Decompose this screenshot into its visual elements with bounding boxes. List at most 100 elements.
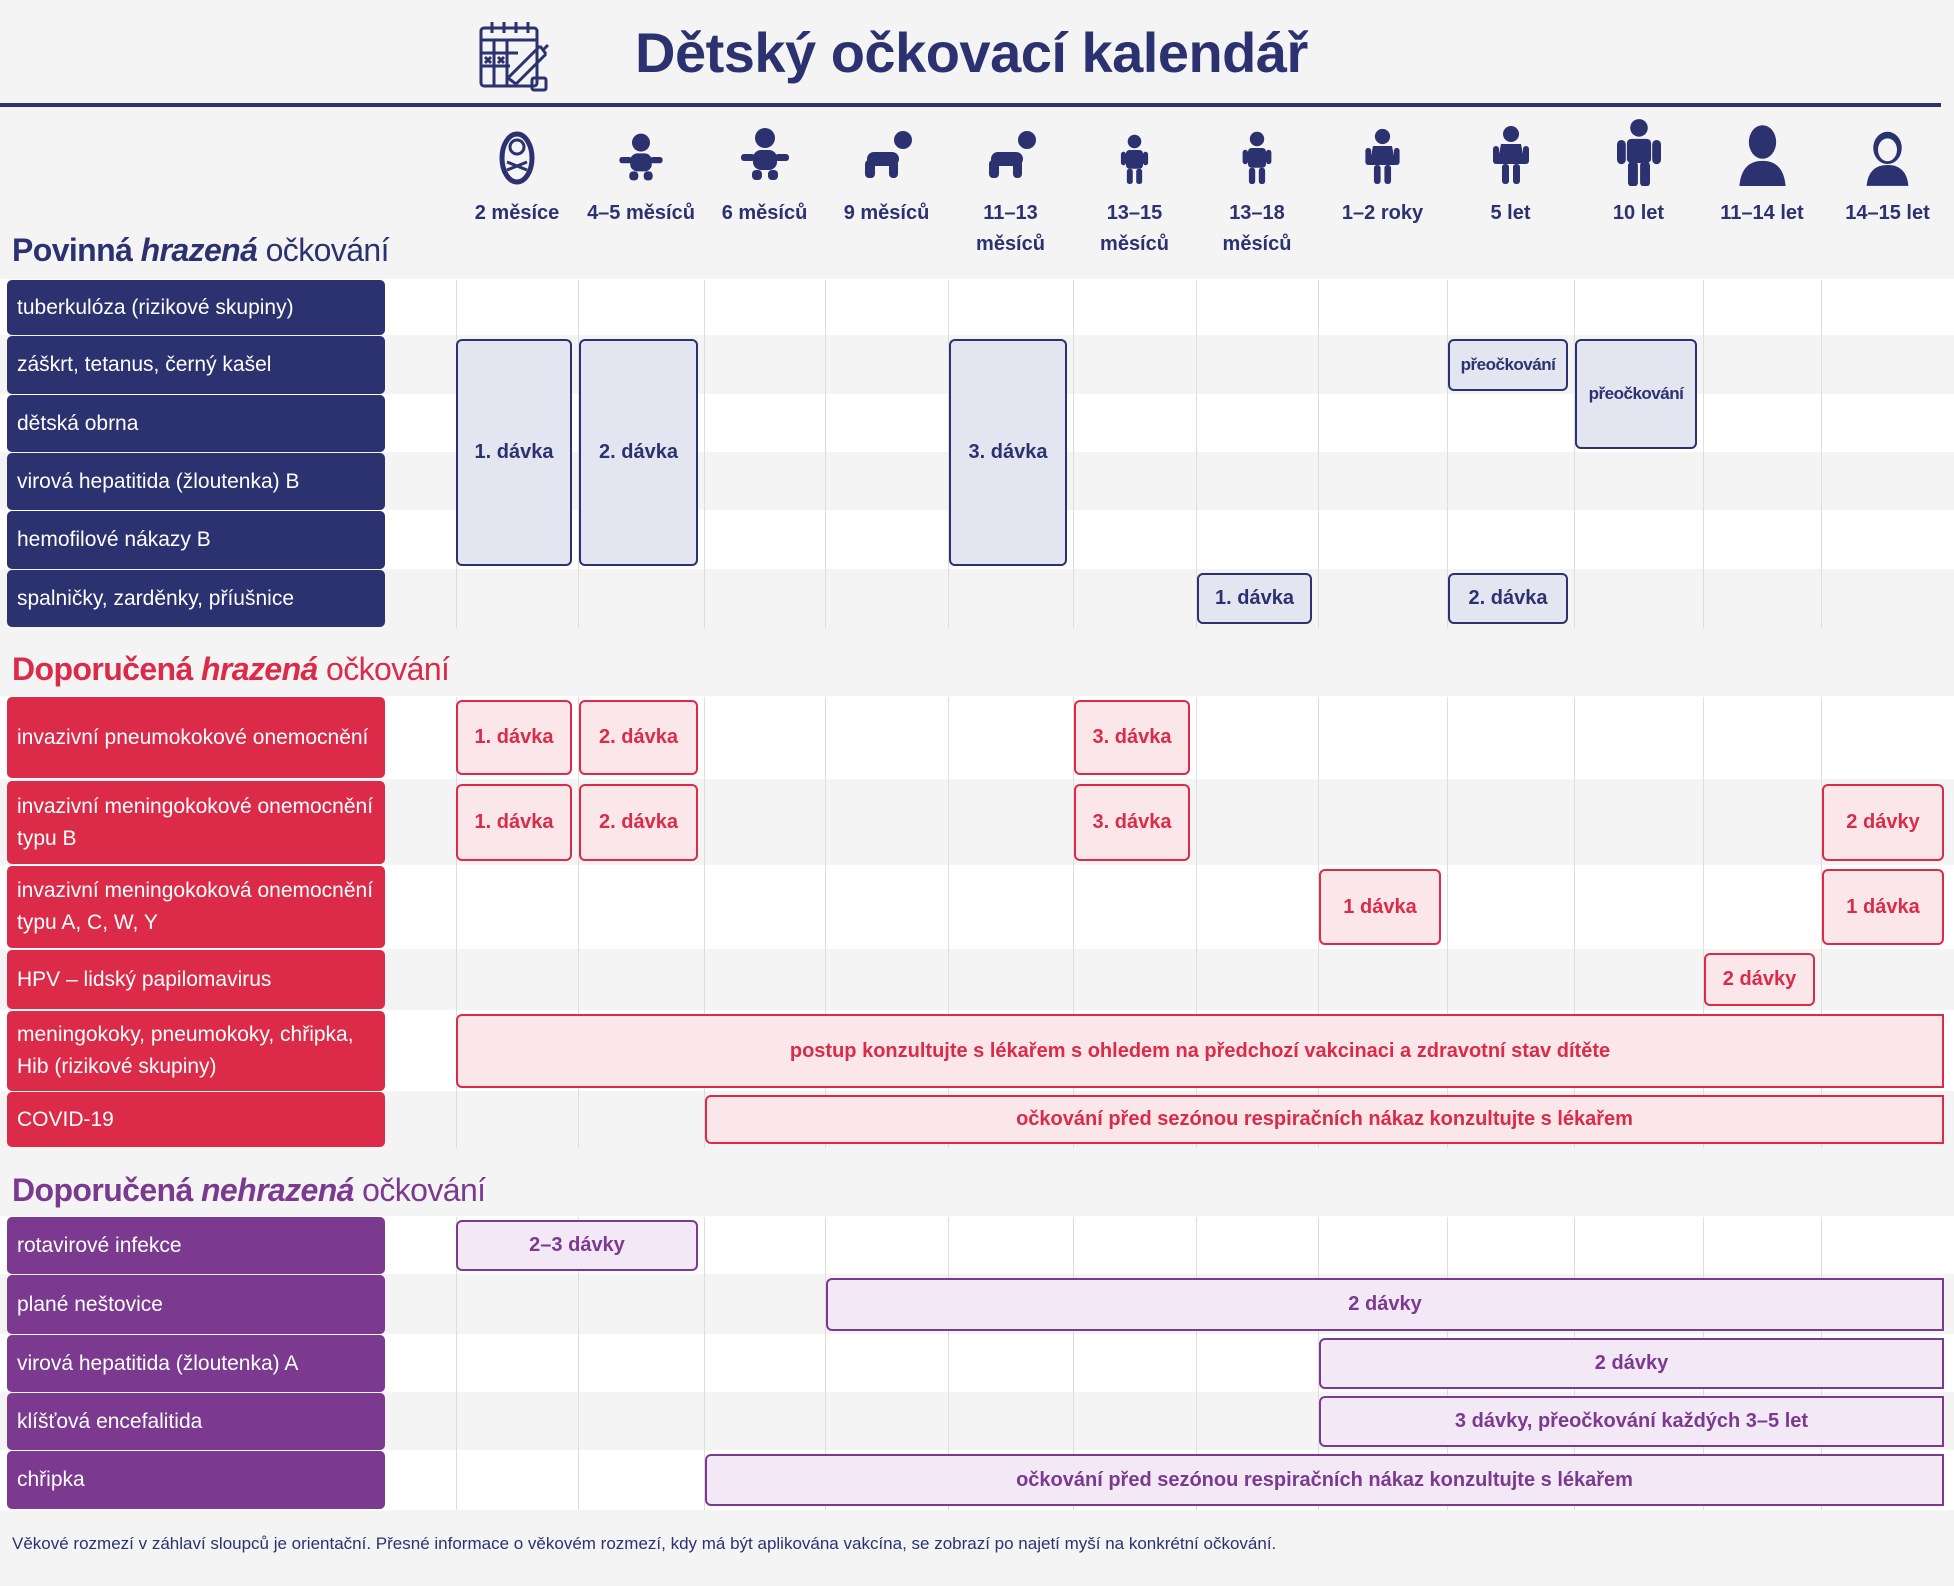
grid-line <box>1574 280 1575 628</box>
dose-entry[interactable]: 1 dávka <box>1822 869 1944 945</box>
grid-line <box>948 280 949 628</box>
dose-entry[interactable]: 2. dávka <box>579 784 698 861</box>
grid-line <box>1196 280 1197 628</box>
section-title: Doporučená nehrazená očkování <box>12 1172 486 1209</box>
grid-line <box>1318 1217 1319 1510</box>
section-title: Povinná hrazená očkování <box>12 232 389 269</box>
age-column-header: 13–18 měsíců <box>1222 202 1292 255</box>
vaccine-row-label[interactable]: virová hepatitida (žloutenka) A <box>7 1335 385 1392</box>
dose-entry[interactable]: 1. dávka <box>456 700 572 775</box>
vaccine-row-label[interactable]: klíšťová encefalitida <box>7 1393 385 1450</box>
age-column-header: 11–14 let <box>1720 202 1804 224</box>
dose-entry[interactable]: přeočkování <box>1575 339 1697 449</box>
section-title-main: Doporučená <box>12 651 201 687</box>
vaccine-row-label[interactable]: plané neštovice <box>7 1275 385 1334</box>
dose-entry[interactable]: 3. dávka <box>1074 784 1190 861</box>
vaccine-row-label[interactable]: tuberkulóza (rizikové skupiny) <box>7 280 385 335</box>
grid-line <box>1821 697 1822 1148</box>
vaccine-row-label[interactable]: invazivní meningokoková onemocnění typu … <box>7 866 385 948</box>
grid-line <box>704 1217 705 1510</box>
section-title-suffix: očkování <box>353 1172 486 1208</box>
grid-line <box>704 697 705 1148</box>
footnote: Věkové rozmezí v záhlaví sloupců je orie… <box>12 1534 1277 1553</box>
age-column-header: 9 měsíců <box>843 202 930 224</box>
dose-entry[interactable]: 1. dávka <box>1197 573 1312 624</box>
vaccine-row-label[interactable]: meningokoky, pneumokoky, chřipka, Hib (r… <box>7 1011 385 1091</box>
section-title-emphasis: hrazená <box>200 651 318 687</box>
vaccine-row-label[interactable]: HPV – lidský papilomavirus <box>7 950 385 1009</box>
dose-entry[interactable]: 2. dávka <box>579 700 698 775</box>
dose-entry[interactable]: 1. dávka <box>456 339 572 566</box>
grid-line <box>1447 280 1448 628</box>
header-divider <box>0 103 1941 107</box>
age-column-header: 5 let <box>1490 202 1531 224</box>
baby-icon <box>614 130 668 191</box>
grid-line <box>1447 697 1448 1148</box>
child-icon <box>1354 127 1411 191</box>
section-title-main: Doporučená <box>12 1172 201 1208</box>
girl-icon <box>1859 127 1916 191</box>
age-column-header: 14–15 let <box>1845 202 1930 224</box>
vaccine-row-label[interactable]: chřipka <box>7 1451 385 1509</box>
dose-entry[interactable]: 2 dávky <box>1822 784 1944 861</box>
dose-entry[interactable]: přeočkování <box>1448 339 1568 391</box>
section-title: Doporučená hrazená očkování <box>12 651 450 688</box>
age-column-header: 13–15 měsíců <box>1100 202 1169 255</box>
dose-entry[interactable]: očkování před sezónou respiračních nákaz… <box>705 1454 1944 1506</box>
dose-entry[interactable]: 1 dávka <box>1319 869 1441 945</box>
grid-line <box>1703 280 1704 628</box>
vaccine-row-label[interactable]: rotavirové infekce <box>7 1217 385 1274</box>
grid-line <box>1318 280 1319 628</box>
age-column-header: 6 měsíců <box>721 202 808 224</box>
vaccine-row-label[interactable]: hemofilové nákazy B <box>7 511 385 569</box>
grid-line <box>578 1217 579 1510</box>
grid-line <box>704 280 705 628</box>
dose-entry[interactable]: 2. dávka <box>579 339 698 566</box>
dose-entry[interactable]: 3. dávka <box>1074 700 1190 775</box>
section-title-suffix: očkování <box>317 651 450 687</box>
crawling-baby-icon <box>981 124 1041 191</box>
child-icon <box>1481 124 1541 191</box>
vaccine-row-label[interactable]: záškrt, tetanus, černý kašel <box>7 336 385 394</box>
vaccine-row-label[interactable]: invazivní pneumokokové onemocnění <box>7 697 385 778</box>
grid-line <box>1703 697 1704 1148</box>
section-title-suffix: očkování <box>257 232 390 268</box>
grid-line <box>825 697 826 1148</box>
grid-line <box>825 1217 826 1510</box>
baby-icon <box>735 124 795 191</box>
dose-entry[interactable]: 2 dávky <box>1319 1338 1944 1389</box>
dose-entry[interactable]: 1. dávka <box>456 784 572 861</box>
calendar-syringe-icon <box>478 20 550 97</box>
grid-line <box>1318 697 1319 1148</box>
age-column-header: 11–13 měsíců <box>976 202 1045 255</box>
header: Dětský očkovací kalendář <box>0 0 1954 107</box>
grid-line <box>578 280 579 628</box>
page-title: Dětský očkovací kalendář <box>635 21 1308 84</box>
vaccine-row-label[interactable]: virová hepatitida (žloutenka) B <box>7 453 385 510</box>
age-column-header: 1–2 roky <box>1341 202 1424 224</box>
dose-entry[interactable]: 2 dávky <box>1704 953 1815 1006</box>
grid-line <box>1073 697 1074 1148</box>
toddler-icon <box>1109 133 1160 191</box>
section-title-main: Povinná <box>12 232 141 268</box>
dose-entry[interactable]: 2. dávka <box>1448 573 1568 624</box>
vaccine-row-label[interactable]: invazivní meningokokové onemocnění typu … <box>7 781 385 864</box>
vaccine-row-label[interactable]: spalničky, zarděnky, příušnice <box>7 570 385 627</box>
age-column-header: 4–5 měsíců <box>587 202 695 224</box>
dose-entry[interactable]: postup konzultujte s lékařem s ohledem n… <box>456 1014 1944 1088</box>
dose-entry[interactable]: očkování před sezónou respiračních nákaz… <box>705 1095 1944 1144</box>
grid-line <box>948 697 949 1148</box>
teen-icon <box>1731 121 1794 191</box>
vaccine-row-label[interactable]: dětská obrna <box>7 395 385 452</box>
crawling-baby-icon <box>857 124 917 191</box>
grid-line <box>1196 697 1197 1148</box>
dose-entry[interactable]: 3. dávka <box>949 339 1067 566</box>
newborn-icon <box>487 124 547 191</box>
dose-entry[interactable]: 3 dávky, přeočkování každých 3–5 let <box>1319 1396 1944 1447</box>
grid-line <box>1073 280 1074 628</box>
dose-entry[interactable]: 2–3 dávky <box>456 1220 698 1271</box>
grid-line <box>1574 697 1575 1148</box>
dose-entry[interactable]: 2 dávky <box>826 1278 1944 1331</box>
vaccine-row-label[interactable]: COVID-19 <box>7 1092 385 1147</box>
grid-line <box>948 1217 949 1510</box>
